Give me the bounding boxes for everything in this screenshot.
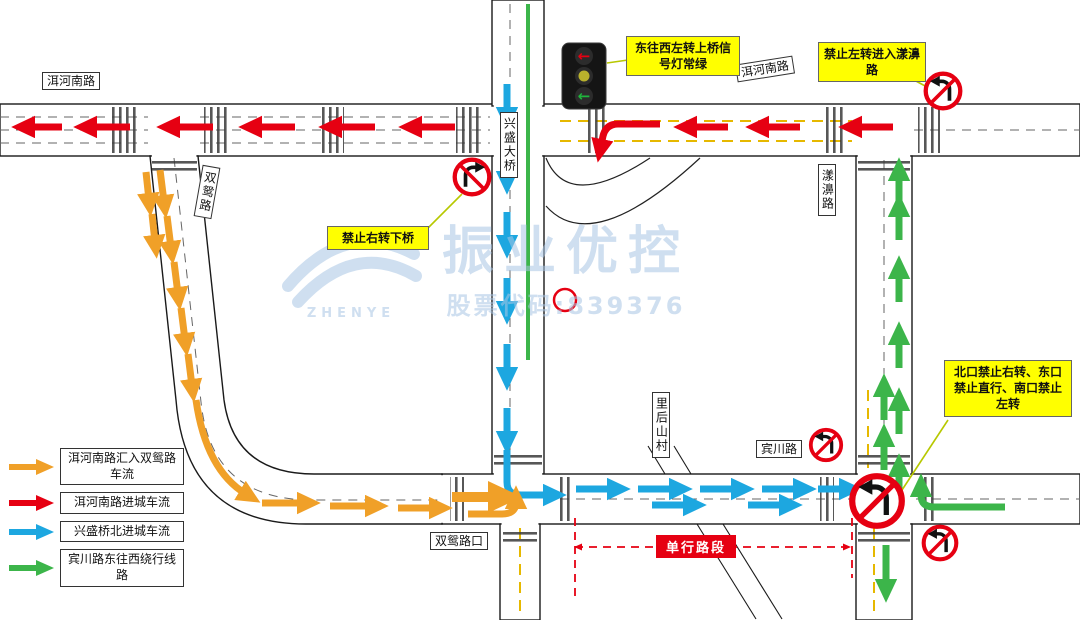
oneway-dimension — [574, 518, 853, 602]
callout-signal-always-green: 东往西左转上桥信号灯常绿 — [626, 36, 740, 77]
road-label-shuangyuan-junction: 双鸳路口 — [430, 532, 489, 551]
orange-arrow-icon — [9, 458, 54, 475]
village-road — [647, 445, 783, 620]
road-label-erhe-south-left: 洱河南路 — [42, 72, 101, 91]
ramp-curves — [545, 157, 701, 225]
road-yangbi — [855, 155, 913, 475]
flow-red-arrows — [11, 115, 893, 163]
legend: 洱河南路汇入双鸳路车流 洱河南路进城车流 兴盛桥北进城车流 宾川路东往西绕行线路 — [8, 448, 184, 587]
traffic-light-icon: ← ← — [561, 42, 607, 110]
legend-label: 兴盛桥北进城车流 — [60, 520, 184, 543]
road-label-xingsheng-bridge: 兴盛大桥 — [500, 112, 519, 178]
blue-arrow-icon — [9, 523, 54, 540]
callout-no-right-down-bridge: 禁止右转下桥 — [327, 226, 429, 251]
red-left-arrow-icon: ← — [578, 47, 591, 65]
green-arrow-icon — [9, 559, 54, 576]
red-arrow-icon — [9, 494, 54, 511]
road-label-lihoushan: 里后山村 — [652, 392, 671, 458]
callout-no-left-into-yangbi: 禁止左转进入漾濞路 — [818, 42, 926, 83]
road-label-binchuan: 宾川路 — [756, 440, 803, 459]
road-label-yangbi: 漾濞路 — [818, 164, 837, 216]
flow-orange-arrows — [137, 169, 528, 520]
legend-item: 兴盛桥北进城车流 — [8, 520, 184, 543]
red-circle-marker — [552, 287, 578, 313]
yellow-lane-lines — [519, 120, 875, 618]
legend-label: 洱河南路进城车流 — [60, 492, 184, 514]
no-left-turn-icon — [926, 74, 961, 109]
yellow-light-icon — [578, 70, 590, 82]
no-left-turn-icon — [924, 527, 957, 560]
no-left-turn-icon — [852, 476, 902, 526]
road-bridge — [491, 155, 545, 475]
no-left-turn-icon — [808, 427, 844, 463]
legend-label: 洱河南路汇入双鸳路车流 — [60, 448, 184, 486]
road-shuangyuan — [149, 155, 443, 525]
road-bridge-north — [491, 0, 545, 107]
oneway-segment-label: 单行路段 — [656, 535, 737, 558]
legend-item: 洱河南路汇入双鸳路车流 — [8, 448, 184, 486]
legend-label: 宾川路东往西绕行线路 — [60, 549, 184, 587]
green-left-arrow-icon: ← — [578, 87, 591, 105]
no-right-turn-icon — [455, 160, 490, 195]
legend-item: 洱河南路进城车流 — [8, 492, 184, 514]
legend-item: 宾川路东往西绕行线路 — [8, 549, 184, 587]
flow-green-arrows — [872, 157, 1005, 603]
callout-junction-rules: 北口禁止右转、东口禁止直行、南口禁止左转 — [944, 360, 1072, 417]
